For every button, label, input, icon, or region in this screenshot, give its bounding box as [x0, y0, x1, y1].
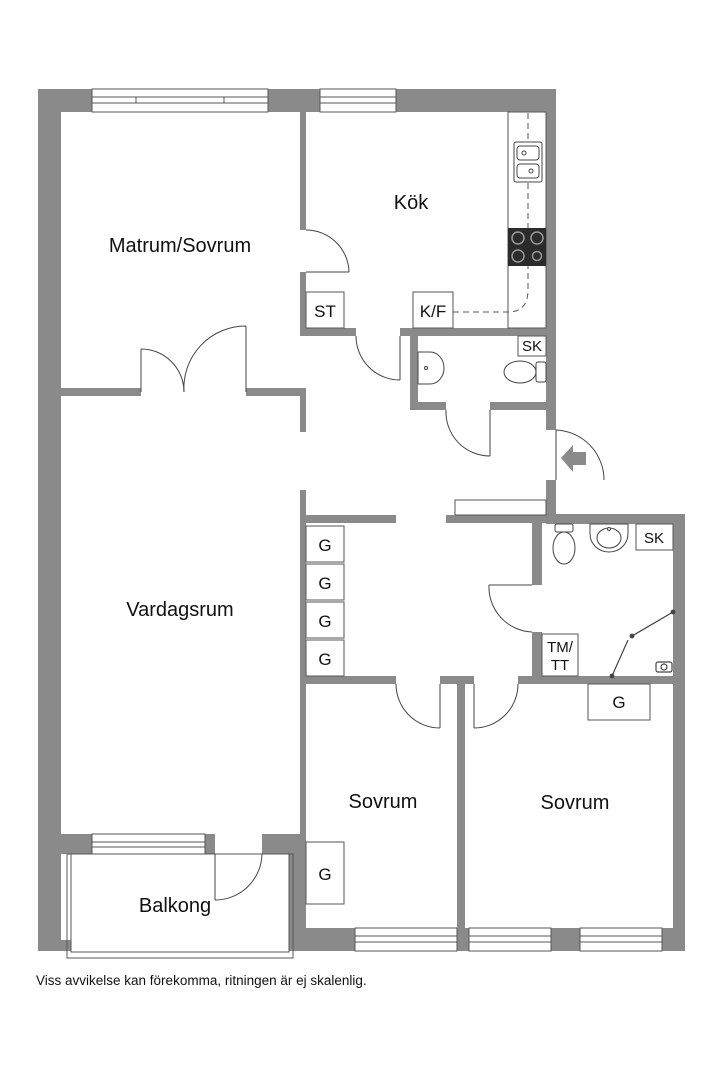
counter-outline: [453, 112, 529, 313]
fixture-label-sk-wc: SK: [522, 338, 542, 355]
bath-toilet-icon: [552, 523, 576, 565]
fixture-label-g-closet-1: G: [318, 536, 331, 555]
fixture-label-kf: K/F: [420, 302, 446, 321]
doors: [140, 229, 605, 901]
room-label-vardagsrum: Vardagsrum: [126, 599, 233, 621]
interior-walls: [61, 112, 673, 934]
fixture-label-tt-line: TT: [551, 657, 569, 674]
bath-sink-icon: [589, 523, 629, 553]
shower-icon: [609, 609, 676, 679]
fixture-label-tm: TM/: [547, 639, 574, 656]
room-label-matrum: Matrum/Sovrum: [109, 235, 251, 257]
wc-toilet-icon: [503, 360, 547, 384]
fixture-label-g-sovrum-left: G: [318, 865, 331, 884]
room-label-sovrum-left: Sovrum: [349, 791, 418, 813]
room-label-sovrum-right: Sovrum: [541, 792, 610, 814]
windows: [91, 88, 663, 952]
fixture-label-sk-bath: SK: [644, 530, 664, 547]
fixture-label-g-closet-3: G: [318, 612, 331, 631]
fixture-boxes: [305, 111, 674, 905]
fixture-label-g-sovrum-right: G: [612, 693, 625, 712]
kitchen-sink-icon: [513, 141, 543, 183]
balcony: [66, 853, 294, 959]
fixture-label-g-closet-4: G: [318, 650, 331, 669]
stove-icon: [508, 228, 546, 266]
disclaimer-text: Viss avvikelse kan förekomma, ritningen …: [36, 973, 367, 988]
entrance-arrow-icon: [561, 445, 586, 472]
room-label-balkong: Balkong: [139, 895, 211, 917]
room-label-kok: Kök: [394, 192, 429, 214]
fixture-label-g-closet-2: G: [318, 574, 331, 593]
fixture-label-st: ST: [314, 302, 336, 321]
wc-sink-icon: [417, 351, 445, 385]
